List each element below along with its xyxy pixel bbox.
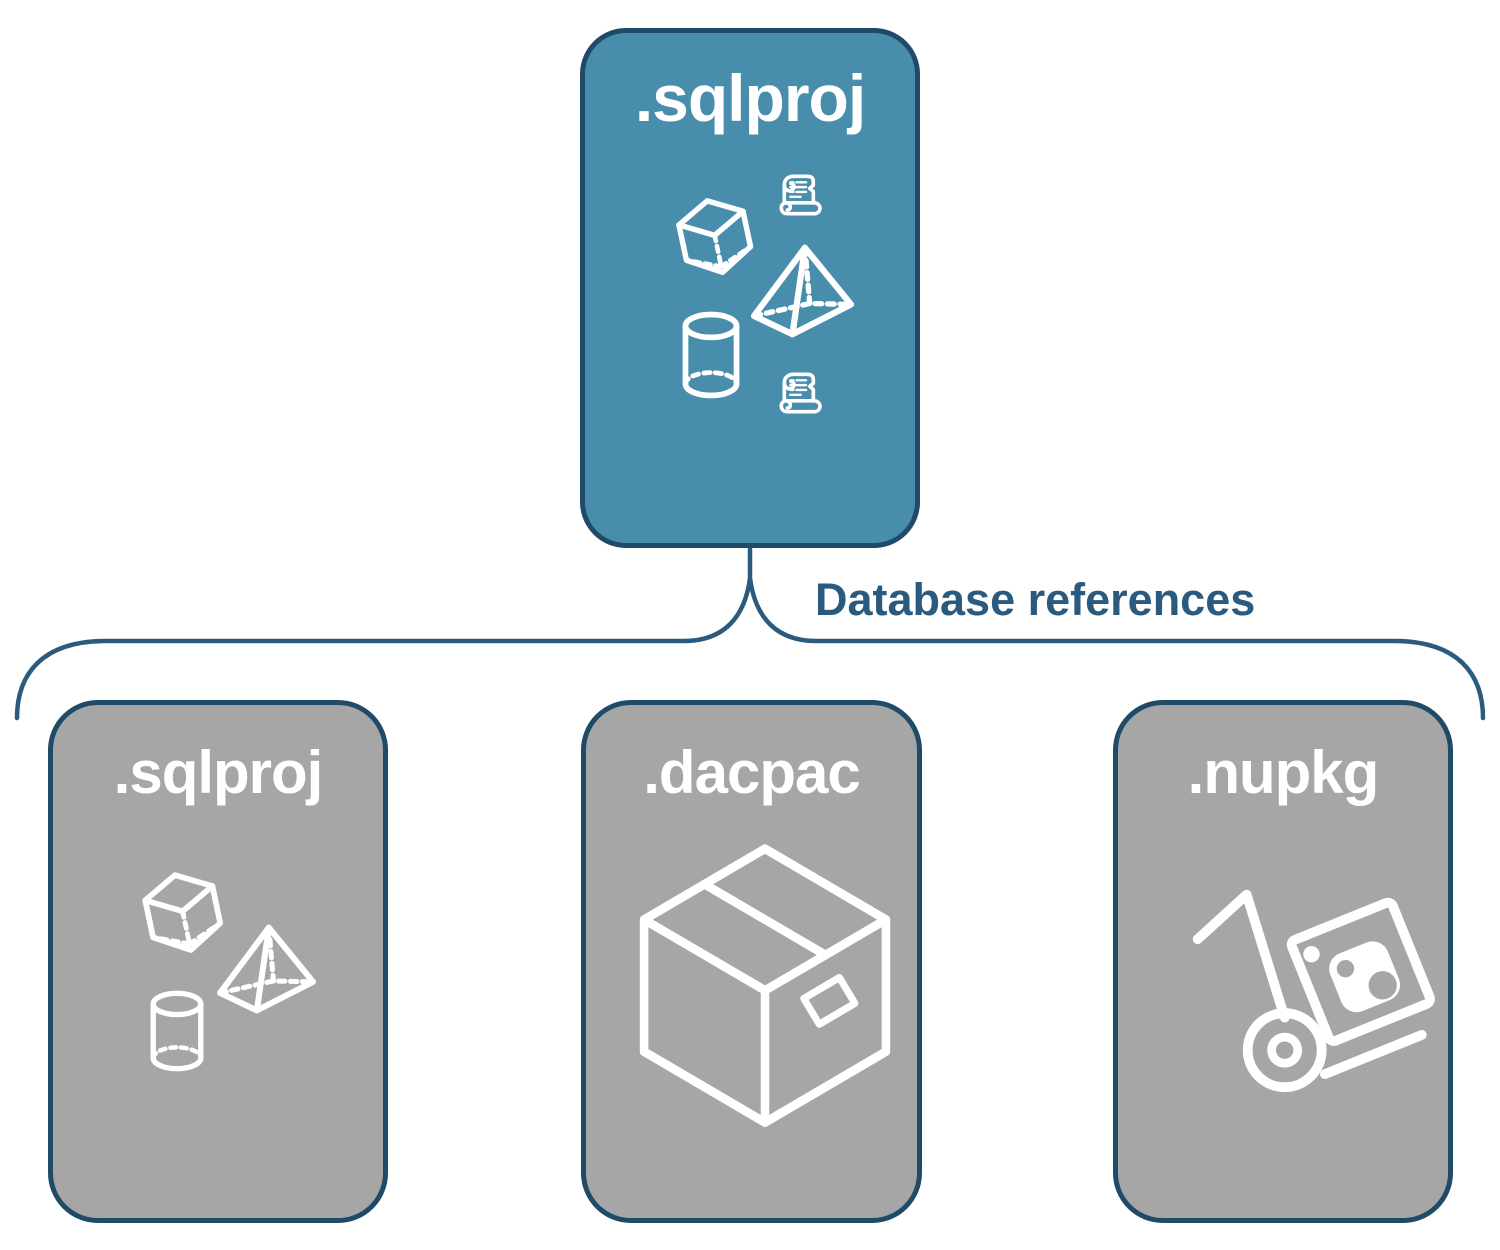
child-node-nupkg: .nupkg (1113, 700, 1453, 1223)
hand-truck-icon (1192, 889, 1435, 1093)
root-node-label: .sqlproj (634, 61, 866, 135)
child-node-label: .dacpac (643, 739, 860, 806)
child-node-dacpac: .dacpac (581, 700, 922, 1223)
child-node-label: .sqlproj (113, 739, 324, 806)
child-node-label: .nupkg (1187, 739, 1380, 806)
scroll-icon (779, 174, 822, 216)
scroll-icon (779, 372, 822, 414)
cylinder-icon (150, 990, 204, 1072)
cube-icon (676, 198, 754, 276)
pyramid-icon (217, 924, 316, 1014)
root-node-sqlproj: .sqlproj (580, 28, 920, 548)
nuget-package-icon (1286, 897, 1435, 1046)
package-box-icon (639, 844, 891, 1127)
cylinder-icon (682, 311, 740, 399)
pyramid-icon (750, 244, 855, 338)
connector-label: Database references (815, 574, 1256, 625)
child-node-sqlproj: .sqlproj (48, 700, 388, 1223)
cube-icon (142, 872, 224, 953)
